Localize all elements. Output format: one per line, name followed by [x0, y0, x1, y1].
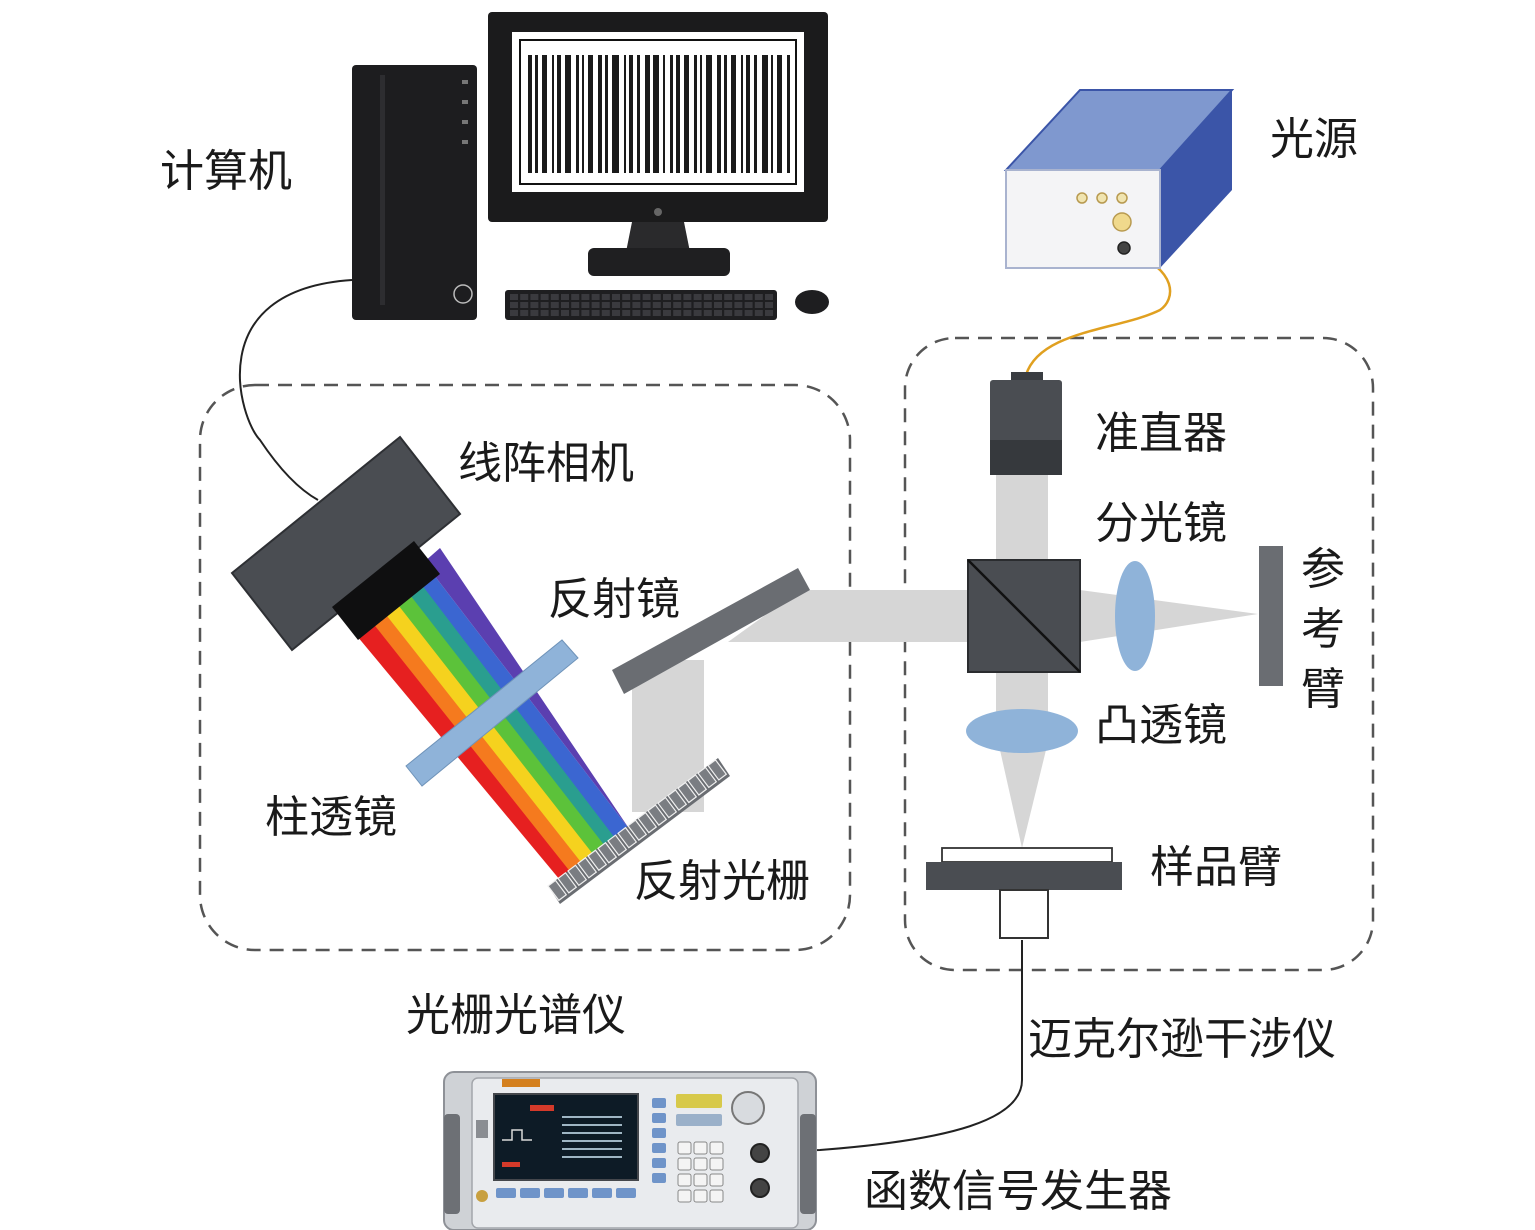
camera-cable: [239, 279, 353, 501]
label-grating-spectrometer: 光栅光谱仪: [406, 990, 626, 1041]
michelson-interferometer-box: [903, 336, 1375, 972]
light-source: [1003, 89, 1235, 269]
label-reference-arm: 参考臂: [1301, 544, 1345, 715]
label-line-camera: 线阵相机: [458, 438, 634, 489]
computer-tower: [352, 65, 477, 320]
sample-stage: [926, 847, 1122, 939]
mouse: [795, 290, 829, 314]
label-beam-splitter: 分光镜: [1095, 498, 1227, 549]
label-reflective-grating: 反射光栅: [634, 856, 810, 907]
interference-fringes: [528, 55, 790, 173]
reflective-grating: [547, 758, 730, 904]
label-convex-lens: 凸透镜: [1095, 700, 1227, 751]
computer-monitor: [488, 12, 828, 276]
label-light-source: 光源: [1270, 114, 1358, 165]
convex-lens: [966, 709, 1078, 753]
keyboard: [505, 290, 777, 320]
beam-splitter: [967, 559, 1081, 673]
label-michelson-interferometer: 迈克尔逊干涉仪: [1028, 1014, 1336, 1065]
label-cylindrical-lens: 柱透镜: [265, 792, 397, 843]
computer: [352, 12, 829, 320]
label-function-generator: 函数信号发生器: [864, 1166, 1172, 1217]
function-generator: [443, 1071, 817, 1230]
collimator: [990, 372, 1062, 475]
label-collimator: 准直器: [1095, 408, 1227, 459]
fiber-optic-cable: [1024, 248, 1172, 376]
label-mirror: 反射镜: [548, 574, 680, 625]
label-sample-arm: 样品臂: [1150, 842, 1282, 893]
cylindrical-lens: [405, 639, 579, 787]
signal-cable: [761, 940, 1023, 1153]
grating-spectrometer-box: [198, 383, 852, 952]
label-computer: 计算机: [160, 146, 292, 197]
reference-lens: [1115, 561, 1155, 671]
line-camera: [230, 435, 462, 652]
reference-mirror: [1259, 546, 1283, 686]
folding-mirror: [612, 568, 810, 694]
